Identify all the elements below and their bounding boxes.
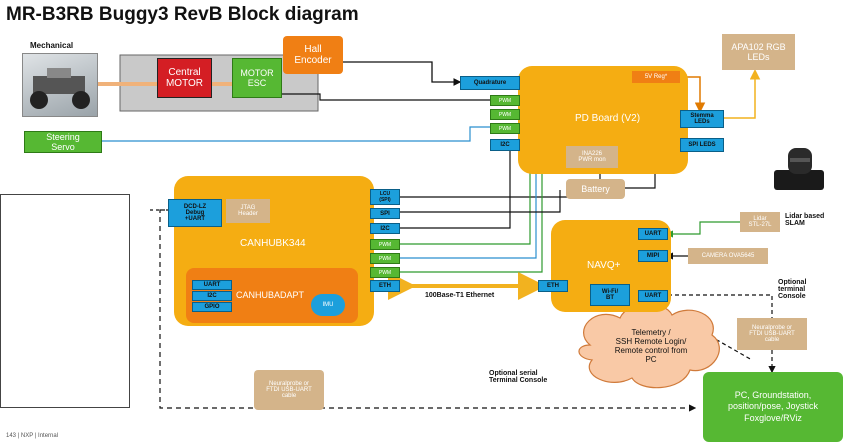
camera-box: CAMERA OVA5645 bbox=[688, 248, 768, 264]
motor-esc-box: MOTOR ESC bbox=[232, 58, 282, 98]
steering-servo-box: Steering Servo bbox=[24, 131, 102, 153]
navq-eth-port: ETH bbox=[538, 280, 568, 292]
stemma-leds-port: Stemma LEDs bbox=[680, 110, 724, 128]
neuralprobe-right-box: Neuralprobe or FTDI USB-UART cable bbox=[737, 318, 807, 350]
quadrature-port: Quadrature bbox=[460, 76, 520, 90]
vreg-box: 5V Reg* bbox=[632, 71, 680, 83]
apa102-leds-box: APA102 RGB LEDs bbox=[722, 34, 795, 70]
empty-left-panel bbox=[0, 194, 130, 408]
imu-box: IMU bbox=[311, 294, 345, 316]
navq-label: NAVQ+ bbox=[587, 260, 621, 271]
mechanical-photo bbox=[22, 53, 98, 117]
canhub-pwm-port-2: PWM bbox=[370, 253, 400, 264]
lidar-icon bbox=[774, 148, 824, 190]
spi-leds-port: SPI LEDS bbox=[680, 138, 724, 152]
telemetry-cloud: Telemetry / SSH Remote Login/ Remote con… bbox=[614, 328, 688, 364]
pd-pwm-port-3: PWM bbox=[490, 123, 520, 134]
page-title: MR-B3RB Buggy3 RevB Block diagram bbox=[6, 4, 359, 25]
pd-pwm-port-2: PWM bbox=[490, 109, 520, 120]
mechanical-label: Mechanical bbox=[30, 41, 74, 50]
pd-board-label: PD Board (V2) bbox=[575, 113, 641, 124]
canhub-spi-port: SPI bbox=[370, 208, 400, 219]
adapt-i2c-port: I2C bbox=[192, 291, 232, 301]
pc-groundstation-box: PC, Groundstation, position/pose, Joysti… bbox=[703, 372, 843, 442]
hall-encoder-box: Hall Encoder bbox=[283, 36, 343, 74]
canhub-i2c-port: I2C bbox=[370, 223, 400, 234]
adapt-uart-port: UART bbox=[192, 280, 232, 290]
navq-mipi-port: MIPI bbox=[638, 250, 668, 262]
canhubk344-label: CANHUBK344 bbox=[240, 238, 306, 249]
canhubadapt-label: CANHUBADAPT bbox=[236, 290, 305, 300]
adapt-gpio-port: GPIO bbox=[192, 302, 232, 312]
canhub-pwm-port-3: PWM bbox=[370, 267, 400, 278]
navq-wifi-port: Wi-Fi/ BT bbox=[590, 284, 630, 306]
navq-uart-port: UART bbox=[638, 228, 668, 240]
footer-text: 143 | NXP | Internal bbox=[6, 433, 59, 439]
jtag-header-box: JTAG Header bbox=[226, 199, 270, 223]
ina226-box: INA226 PWR mon bbox=[566, 146, 618, 168]
optional-terminal-label: Optional terminal Console bbox=[778, 279, 807, 300]
ethernet-label: 100Base-T1 Ethernet bbox=[425, 292, 495, 299]
neuralprobe-left-box: Neuralprobe or FTDI USB-UART cable bbox=[254, 370, 324, 410]
battery-box: Battery bbox=[566, 179, 625, 199]
canhub-eth-port: ETH bbox=[370, 280, 400, 292]
navq-uart-port-2: UART bbox=[638, 290, 668, 302]
canhub-lcu-port: LCU (SPI) bbox=[370, 189, 400, 205]
dcd-debug-port: DCD-LZ Debug +UART bbox=[168, 199, 222, 227]
lidar-slam-label: Lidar based SLAM bbox=[785, 213, 825, 227]
central-motor-box: Central MOTOR bbox=[157, 58, 212, 98]
buggy-icon bbox=[30, 68, 90, 109]
pd-pwm-port-1: PWM bbox=[490, 95, 520, 106]
canhub-pwm-port-1: PWM bbox=[370, 239, 400, 250]
lidar-photo bbox=[768, 146, 830, 194]
pd-i2c-port: I2C bbox=[490, 139, 520, 151]
lidar-box: Lidar STL-27L bbox=[740, 212, 780, 232]
optional-serial-label: Optional serial Terminal Console bbox=[489, 370, 548, 384]
